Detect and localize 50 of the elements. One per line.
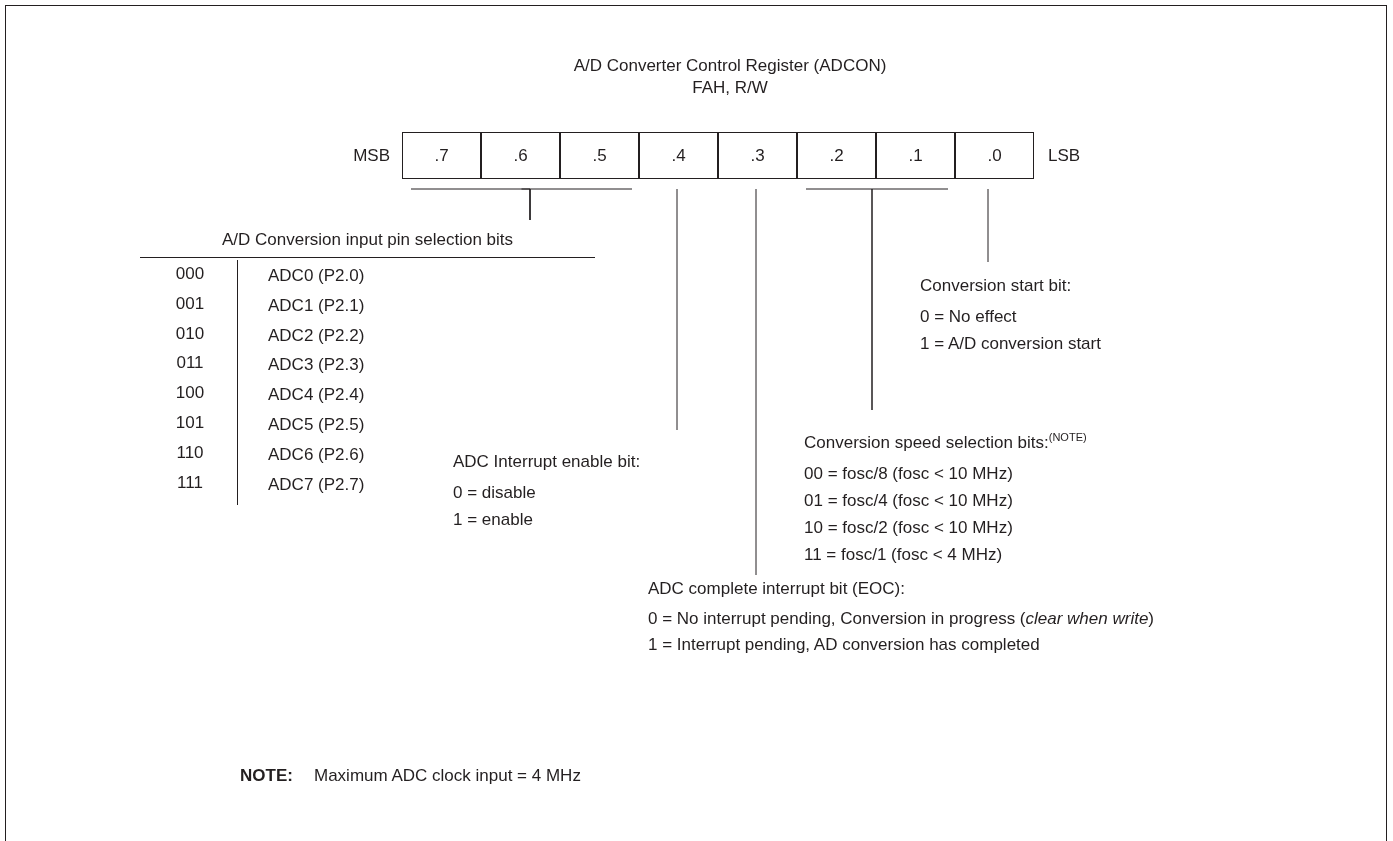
- bit-value-text: 11 = fosc/1 (fosc < 4 MHz): [804, 544, 1004, 566]
- bit-value-text: 0 = No interrupt pending, Conversion in progress (clear when write): [648, 608, 1155, 630]
- register-bit-cell: .3: [718, 132, 797, 179]
- bit-value-text: 10 = fosc/2 (fosc < 10 MHz): [804, 517, 1014, 539]
- pin-name: ADC3 (P2.3): [268, 355, 365, 376]
- pin-name: ADC7 (P2.7): [268, 474, 365, 495]
- register-bit-cell: .5: [560, 132, 639, 179]
- bit-value-text: 0 = No effect: [920, 306, 1018, 328]
- pin-name: ADC6 (P2.6): [268, 444, 365, 465]
- bit-description-heading: Conversion speed selection bits:$^{(NOTE)}$: [804, 430, 1088, 454]
- bit-value-text: 1 = enable: [453, 509, 534, 531]
- bit-description-heading: ADC complete interrupt bit (EOC):: [648, 578, 906, 600]
- pin-name: ADC5 (P2.5): [268, 415, 365, 435]
- leader-line: [755, 188, 757, 576]
- bit-description-heading: ADC Interrupt enable bit:: [453, 451, 642, 473]
- bit-code: 110: [175, 442, 205, 463]
- bit-description-heading: Conversion start bit:: [920, 275, 1073, 297]
- bit-value-text: 1 = A/D conversion start: [920, 333, 1102, 355]
- bit-code: 000: [174, 264, 206, 284]
- register-bit-cell: .1: [876, 132, 955, 179]
- leader-line: [676, 188, 678, 431]
- pin-name: ADC4 (P2.4): [268, 385, 365, 406]
- bit-code: 100: [174, 383, 206, 404]
- register-bit-cell: .7: [402, 132, 481, 179]
- bit-order-label: MSB: [352, 146, 390, 166]
- bit-description-heading: A/D Conversion input pin selection bits: [140, 226, 595, 258]
- note-label: NOTE:: [240, 766, 293, 786]
- leader-line: [871, 188, 949, 411]
- bit-value-text: 0 = disable: [453, 482, 537, 504]
- register-bit-cell: .0: [955, 132, 1034, 179]
- leader-line: [529, 188, 633, 221]
- register-address: FAH, R/W: [691, 78, 769, 98]
- bit-code: 111: [176, 472, 204, 493]
- pin-name: ADC1 (P2.1): [268, 295, 365, 316]
- bit-value-text: 00 = fosc/8 (fosc < 10 MHz): [804, 463, 1014, 485]
- note-text: Maximum ADC clock input = 4 MHz: [314, 766, 581, 786]
- register-bit-cell: .4: [639, 132, 718, 179]
- bit-order-label: LSB: [1048, 146, 1081, 166]
- leader-line: [987, 188, 989, 263]
- register-title: A/D Converter Control Register (ADCON): [572, 56, 888, 76]
- bit-code: 001: [174, 293, 206, 314]
- pin-name: ADC2 (P2.2): [268, 325, 365, 346]
- bit-code: 010: [174, 323, 206, 344]
- register-bit-cell: .6: [481, 132, 560, 179]
- bit-value-text: 01 = fosc/4 (fosc < 10 MHz): [804, 490, 1014, 512]
- bit-value-text: 1 = Interrupt pending, AD conversion has completed: [648, 634, 1041, 656]
- register-bit-cell: .2: [797, 132, 876, 179]
- pin-name: ADC0 (P2.0): [268, 266, 365, 286]
- bit-code: 101: [174, 413, 206, 433]
- bit-code: 011: [175, 353, 205, 374]
